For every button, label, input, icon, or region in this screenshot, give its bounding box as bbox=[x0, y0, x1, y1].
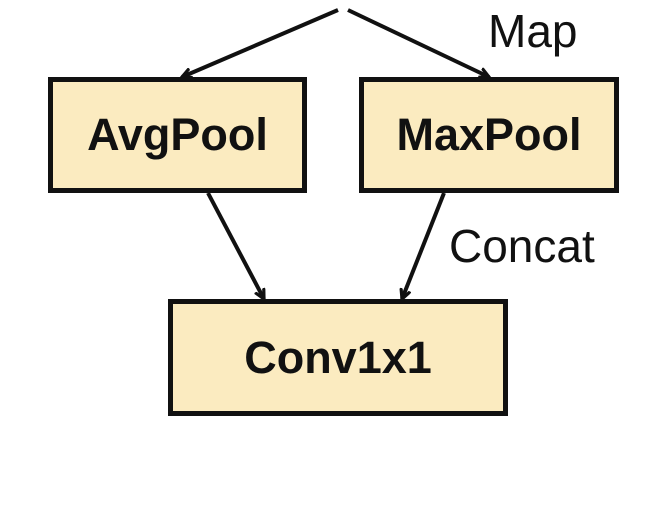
conv1x1-label: Conv1x1 bbox=[244, 331, 432, 383]
map-edge-label: Map bbox=[488, 5, 578, 57]
avgpool-node: AvgPool bbox=[48, 77, 307, 193]
concat-edge-label: Concat bbox=[449, 220, 595, 272]
maxpool-label: MaxPool bbox=[396, 109, 582, 160]
edge-input-to-avgpool bbox=[182, 8, 339, 77]
maxpool-node: MaxPool bbox=[359, 77, 619, 193]
conv1x1-node: Conv1x1 bbox=[168, 299, 508, 416]
avgpool-label: AvgPool bbox=[87, 109, 268, 160]
edge-avgpool-to-conv bbox=[206, 192, 266, 299]
edge-input-to-maxpool bbox=[347, 8, 489, 77]
edge-maxpool-to-conv bbox=[402, 192, 446, 299]
